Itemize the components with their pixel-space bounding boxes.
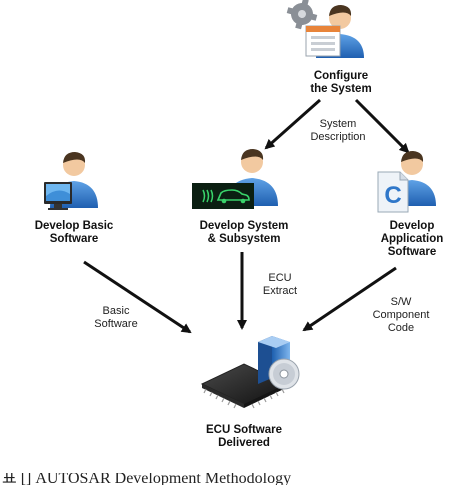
node-configure-line2: the System — [310, 83, 372, 95]
edge-sw-component-code-line2: Component — [372, 309, 430, 321]
node-application-line3: Software — [387, 246, 437, 258]
arrow-configure-to-system — [264, 98, 321, 150]
edge-sw-component-code-line3: Code — [387, 322, 415, 334]
node-configure-line1: Configure — [313, 70, 369, 82]
arrow-basic-to-ecu — [83, 260, 192, 334]
person-c-file-icon: C — [377, 151, 436, 213]
node-basic-line1: Develop Basic — [34, 220, 114, 232]
edge-basic-software-line2: Software — [94, 318, 138, 330]
arrow-application-to-ecu — [302, 266, 397, 332]
node-configure-label: Configure the System — [296, 70, 386, 96]
node-system-line2: & Subsystem — [207, 233, 281, 245]
edge-basic-software-label: Basic Software — [84, 305, 148, 331]
edge-system-description-line1: System — [319, 118, 357, 130]
edge-ecu-extract-label: ECU Extract — [256, 272, 304, 298]
node-ecu-line1: ECU Software — [205, 424, 283, 436]
edge-sw-component-code-line1: S/W — [390, 296, 412, 308]
svg-text:C: C — [384, 182, 401, 209]
edge-ecu-extract-line2: Extract — [262, 285, 298, 297]
edge-basic-software-line1: Basic — [102, 305, 130, 317]
person-monitor-icon — [44, 152, 98, 210]
node-ecu-label: ECU Software Delivered — [192, 424, 296, 450]
edge-sw-component-code-label: S/W Component Code — [368, 296, 434, 335]
node-application-line1: Develop — [389, 220, 435, 232]
arrow-configure-to-application — [354, 98, 410, 154]
figure-caption: 표 [] AUTOSAR Development Methodology — [2, 473, 292, 485]
person-car-sensor-icon — [192, 149, 278, 209]
person-gear-form-icon — [286, 0, 364, 58]
node-application-line2: Application — [380, 233, 444, 245]
ecu-chip-disc-icon — [200, 336, 300, 409]
edge-system-description-line2: Description — [310, 131, 366, 143]
node-ecu-line2: Delivered — [218, 437, 270, 449]
node-basic-label: Develop Basic Software — [22, 220, 126, 246]
node-system-line1: Develop System — [199, 220, 289, 232]
node-basic-line2: Software — [49, 233, 99, 245]
node-application-label: Develop Application Software — [362, 220, 462, 259]
edge-system-description-label: System Description — [298, 118, 378, 144]
edge-ecu-extract-line1: ECU — [268, 272, 292, 284]
node-system-label: Develop System & Subsystem — [186, 220, 302, 246]
